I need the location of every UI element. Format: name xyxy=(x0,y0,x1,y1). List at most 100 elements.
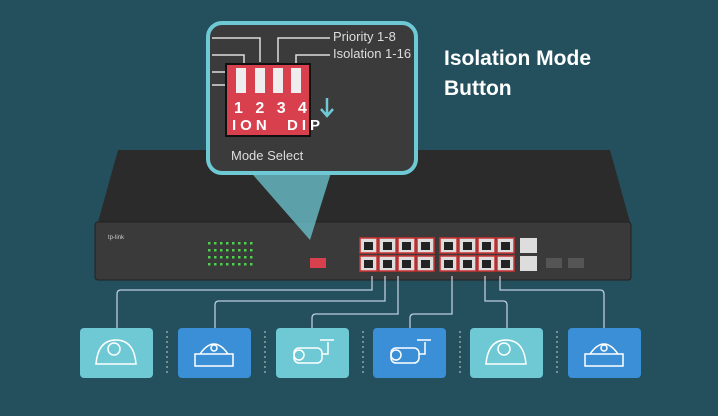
led xyxy=(214,249,217,252)
port-socket xyxy=(463,242,472,250)
sfp-port xyxy=(568,258,584,268)
led xyxy=(232,249,235,252)
port-socket xyxy=(383,242,392,250)
port-socket xyxy=(482,260,491,268)
isolation-label: Isolation 1-16 xyxy=(333,46,412,61)
port-socket xyxy=(421,260,430,268)
led xyxy=(226,249,229,252)
switch-numbers: 1 2 3 4 xyxy=(234,100,311,117)
sfp-port xyxy=(546,258,562,268)
dip-levers xyxy=(236,68,301,93)
led xyxy=(208,242,211,245)
led xyxy=(226,263,229,266)
led xyxy=(238,256,241,259)
camera-card xyxy=(80,328,153,378)
led xyxy=(250,249,253,252)
lens xyxy=(497,342,511,356)
led xyxy=(250,263,253,266)
led xyxy=(232,256,235,259)
arrow-down-icon xyxy=(320,98,334,118)
mount-bracket xyxy=(417,339,431,355)
bullet-camera-icon xyxy=(390,339,431,364)
ethernet-port xyxy=(520,238,537,253)
port-socket xyxy=(501,242,510,250)
title-line-2: Button xyxy=(444,77,512,100)
camera-card-bg xyxy=(276,328,349,378)
dome-shell xyxy=(199,343,229,355)
bullet-camera-icon xyxy=(293,339,334,364)
port-socket xyxy=(402,242,411,250)
port-socket xyxy=(364,242,373,250)
led xyxy=(220,263,223,266)
lens xyxy=(210,344,218,352)
cables xyxy=(116,276,605,328)
port-socket xyxy=(501,260,510,268)
led xyxy=(208,256,211,259)
mount-base xyxy=(584,353,624,367)
cable xyxy=(116,276,373,328)
camera-card-bg xyxy=(470,328,543,378)
led xyxy=(220,256,223,259)
led xyxy=(214,242,217,245)
cable xyxy=(484,276,508,328)
led xyxy=(232,242,235,245)
led xyxy=(244,263,247,266)
ethernet-port xyxy=(520,256,537,271)
led xyxy=(226,256,229,259)
dome-shell xyxy=(485,339,527,365)
led xyxy=(214,256,217,259)
mode-select-label: Mode Select xyxy=(231,148,304,163)
title-line-1: Isolation Mode xyxy=(444,47,591,70)
lens xyxy=(107,342,121,356)
port-socket xyxy=(463,260,472,268)
led xyxy=(244,242,247,245)
camera-card xyxy=(470,328,543,378)
led xyxy=(238,242,241,245)
cable xyxy=(214,276,386,328)
camera-card-bg xyxy=(373,328,446,378)
lens xyxy=(293,349,305,361)
cameras xyxy=(80,328,641,378)
camera-card-bg xyxy=(80,328,153,378)
port-socket xyxy=(444,242,453,250)
leader-lines xyxy=(212,37,330,86)
priority-label: Priority 1-8 xyxy=(333,29,396,44)
led xyxy=(250,256,253,259)
port-socket xyxy=(364,260,373,268)
led xyxy=(208,249,211,252)
lens xyxy=(390,349,402,361)
led xyxy=(238,263,241,266)
cable xyxy=(311,276,399,328)
cable xyxy=(409,276,453,328)
led xyxy=(226,242,229,245)
brand-logo: tp-link xyxy=(108,235,125,241)
dip-switch-small xyxy=(310,258,326,268)
led xyxy=(220,242,223,245)
led xyxy=(244,249,247,252)
port-socket xyxy=(444,260,453,268)
camera-card xyxy=(276,328,349,378)
camera-card-bg xyxy=(178,328,251,378)
led xyxy=(244,256,247,259)
led xyxy=(238,249,241,252)
dome-shell xyxy=(95,339,137,365)
dome-camera-icon xyxy=(485,339,527,365)
led xyxy=(250,242,253,245)
led xyxy=(220,249,223,252)
camera-card xyxy=(568,328,641,378)
dome-camera-icon xyxy=(95,339,137,365)
ceiling-dome-camera-icon xyxy=(194,343,234,367)
switch-text: ION DIP xyxy=(232,117,325,134)
led xyxy=(232,263,235,266)
cable xyxy=(499,276,605,328)
led xyxy=(214,263,217,266)
mount-bracket xyxy=(320,339,334,355)
ethernet-ports xyxy=(359,237,584,272)
mount-base xyxy=(194,353,234,367)
port-socket xyxy=(383,260,392,268)
camera-card xyxy=(178,328,251,378)
led xyxy=(208,263,211,266)
camera-card xyxy=(373,328,446,378)
camera-card-bg xyxy=(568,328,641,378)
